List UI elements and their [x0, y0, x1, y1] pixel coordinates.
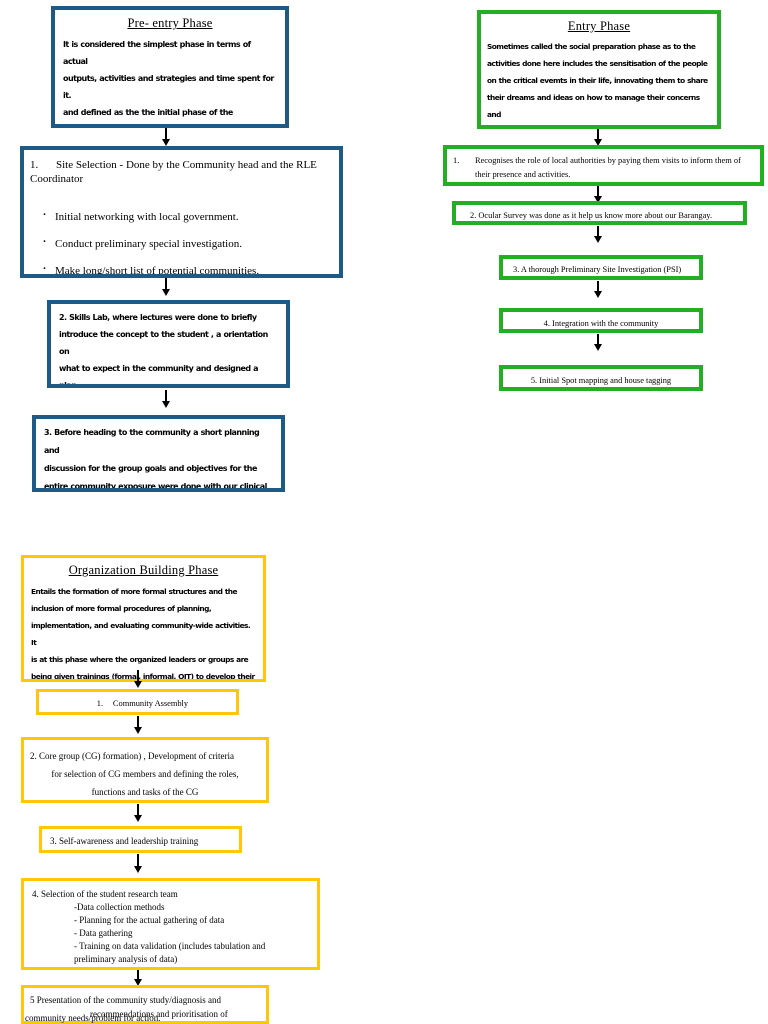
pre-entry-step-3-line-2: discussion for the group goals and objec… [44, 464, 257, 473]
org-step-5-line-2: recommendations and prioritisation of [90, 1009, 228, 1019]
org-desc-line-3: implementation, and evaluating community… [31, 621, 251, 647]
entry-phase-title: Entry Phase [567, 19, 631, 33]
pre-entry-step-1-heading-text: Site Selection - Done by the Community h… [30, 159, 317, 185]
entry-desc-line-2: activities done here includes the sensit… [487, 59, 708, 68]
pre-entry-step-2-line-1: 2. Skills Lab, where lectures were done … [59, 313, 257, 322]
org-step-4-sub-list: -Data collection methods - Planning for … [32, 901, 311, 967]
org-step-1-text: Community Assembly [112, 699, 189, 708]
org-step-3-box: 3. Self-awareness and leadership trainin… [39, 826, 242, 853]
pre-entry-step-2-text: 2. Skills Lab, where lectures were done … [59, 309, 278, 388]
org-desc-line-2: inclusion of more formal procedures of p… [31, 604, 212, 613]
organization-building-phase-title: Organization Building Phase [68, 563, 219, 577]
entry-phase-description: Sometimes called the social preparation … [487, 38, 711, 125]
pre-entry-phase-title: Pre- entry Phase [127, 16, 213, 30]
list-item: - Data gathering [74, 928, 133, 938]
entry-desc-line-5: eventually mobilising them to take colle… [487, 123, 711, 125]
org-step-2-line-2: for selection of CG members and defining… [51, 769, 239, 779]
entry-step-1-line-2: their presence and activities. [475, 170, 571, 179]
pre-entry-step-1-number: 1. [30, 159, 39, 171]
pre-entry-step-2-line-2: introduce the concept to the student , a… [59, 330, 268, 356]
entry-desc-line-3: on the critical evemts in their life, in… [487, 76, 708, 85]
org-desc-line-5: being given trainings (formal, informal,… [31, 672, 255, 681]
list-item: Initial networking with local government… [40, 202, 333, 231]
pre-entry-desc-line-1: It is considered the simplest phase in t… [63, 40, 251, 66]
org-step-4-heading: 4. Selection of the student research tea… [32, 889, 178, 899]
organization-building-phase-header-box: Organization Building Phase Entails the … [21, 555, 266, 682]
pre-entry-desc-line-3: and defined as the the initial phase of … [63, 108, 233, 117]
entry-step-4-text: 4. Integration with the community [543, 319, 659, 328]
entry-step-1-number: 1. [453, 156, 460, 165]
list-item: - Planning for the actual gathering of d… [74, 915, 225, 925]
org-step-5-line-1: 5 Presentation of the community study/di… [30, 995, 221, 1005]
org-step-1-box: 1. Community Assembly [36, 689, 239, 715]
org-step-5-box: 5 Presentation of the community study/di… [21, 985, 269, 1024]
org-step-4-box: 4. Selection of the student research tea… [21, 878, 320, 970]
entry-step-2-text: 2. Ocular Survey was done as it help us … [470, 211, 713, 220]
entry-step-3-box: 3. A thorough Preliminary Site Investiga… [499, 255, 703, 280]
pre-entry-step-3-line-1: 3. Before heading to the community a sho… [44, 428, 260, 455]
pre-entry-step-2-box: 2. Skills Lab, where lectures were done … [47, 300, 290, 388]
org-desc-line-1: Entails the formation of more formal str… [31, 587, 238, 596]
pre-entry-step-1-box: 1.Site Selection - Done by the Community… [20, 146, 343, 278]
pre-entry-step-2-line-3: what to expect in the community and desi… [59, 364, 259, 388]
entry-step-4-box: 4. Integration with the community [499, 308, 703, 333]
org-desc-line-4: is at this phase where the organized lea… [31, 655, 249, 664]
list-item: - Training on data validation (includes … [74, 941, 266, 951]
pre-entry-phase-header-box: Pre- entry Phase It is considered the si… [51, 6, 289, 128]
org-step-2-line-3: functions and tasks of the CG [91, 787, 199, 797]
entry-step-3-text: 3. A thorough Preliminary Site Investiga… [513, 265, 682, 274]
list-item: - Community validation [74, 966, 311, 967]
entry-step-5-box: 5. Initial Spot mapping and house taggin… [499, 365, 703, 391]
org-step-5-overflow-line: community needs/problem for action. [25, 1013, 161, 1023]
org-step-2-box: 2. Core group (CG) formation) , Developm… [21, 737, 269, 803]
pre-entry-phase-description: It is considered the simplest phase in t… [63, 36, 277, 124]
entry-step-1-line-1: 1. Recognises the role of local authoriti… [453, 154, 754, 167]
entry-desc-line-1: Sometimes called the social preparation … [487, 42, 696, 51]
entry-desc-line-4: their dreams and ideas on how to manage … [487, 93, 700, 119]
list-item: Conduct preliminary special investigatio… [40, 229, 333, 258]
entry-step-1-box: 1. Recognises the role of local authoriti… [443, 145, 764, 186]
pre-entry-step-1-bullet-list: Initial networking with local government… [30, 202, 333, 274]
list-item: -Data collection methods [74, 902, 165, 912]
organization-building-phase-description: Entails the formation of more formal str… [31, 583, 256, 681]
pre-entry-step-3-text: 3. Before heading to the community a sho… [44, 424, 273, 491]
pre-entry-step-3-line-3: entire community exposure were done with… [44, 482, 267, 491]
org-step-2-line-1: 2. Core group (CG) formation) , Developm… [30, 751, 234, 761]
org-step-3-text: 3. Self-awareness and leadership trainin… [50, 836, 199, 846]
entry-phase-header-box: Entry Phase Sometimes called the social … [477, 10, 721, 129]
list-item: preliminary analysis of data) [74, 954, 178, 964]
entry-step-2-box: 2. Ocular Survey was done as it help us … [452, 201, 747, 225]
entry-step-1-text: Recognises the role of local authorities… [475, 156, 741, 165]
entry-step-5-text: 5. Initial Spot mapping and house taggin… [530, 376, 672, 385]
org-step-1-number: 1. [96, 699, 104, 708]
org-step-1-line: 1. Community Assembly [45, 698, 230, 710]
list-item: Make long/short list of potential commun… [40, 256, 333, 274]
pre-entry-step-3-box: 3. Before heading to the community a sho… [32, 415, 285, 492]
pre-entry-step-1-heading: 1.Site Selection - Done by the Community… [30, 158, 333, 186]
pre-entry-desc-line-2: outputs, activities and strategies and t… [63, 74, 274, 100]
